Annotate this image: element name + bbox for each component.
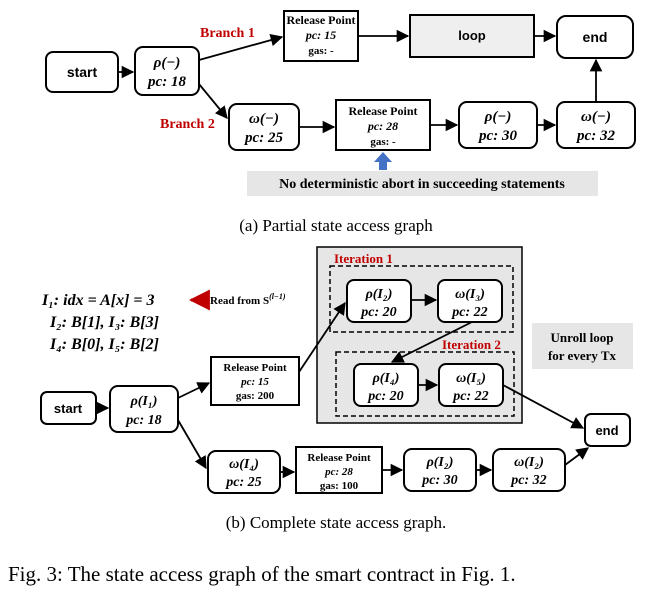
node-symbol: ρ(I₂) — [426, 455, 454, 470]
caption-a: (a) Partial state access graph — [239, 216, 433, 235]
node-start-a: start — [45, 51, 119, 93]
node-symbol: ω(I₅) — [456, 371, 486, 386]
node-symbol: ρ(−) — [484, 109, 512, 125]
node-release-point-pc15-a: Release Point pc: 15 gas: - — [283, 10, 359, 62]
node-pc: pc: 22 — [452, 389, 488, 404]
node-label: start — [54, 401, 83, 416]
node-pc: pc: 32 — [575, 128, 615, 144]
node-end-a: end — [556, 15, 634, 59]
node-pc: pc: 15 — [240, 376, 269, 388]
node-symbol: ρ(I₂) — [365, 287, 393, 302]
node-it2-rho: ρ(I₄) pc: 20 — [353, 363, 419, 407]
node-end-b: end — [584, 413, 631, 447]
node-rho-pc18-b: ρ(I₁) pc: 18 — [109, 385, 179, 433]
read-from-label: Read from S(l−1) — [210, 292, 286, 307]
node-pc: pc: 28 — [367, 119, 398, 133]
node-label: start — [67, 64, 98, 80]
node-title: Release Point — [349, 104, 418, 118]
node-gas: gas: 200 — [236, 390, 275, 402]
node-pc: pc: 25 — [225, 475, 261, 490]
node-gas: gas: - — [370, 136, 396, 148]
node-symbol: ω(−) — [249, 111, 279, 127]
node-pc: pc: 32 — [510, 473, 546, 488]
node-pc: pc: 18 — [125, 413, 161, 428]
node-label: end — [595, 423, 618, 438]
note-text: No deterministic abort in succeeding sta… — [279, 177, 565, 192]
edge — [198, 83, 228, 119]
node-it1-omega: ω(I₃) pc: 22 — [437, 279, 503, 323]
node-start-b: start — [40, 391, 97, 425]
node-omega-pc32-a: ω(−) pc: 32 — [556, 101, 636, 149]
edge — [564, 447, 590, 466]
node-pc: pc: 28 — [324, 466, 353, 478]
definition-line-2: I₂: B[1], I₃: B[3] — [49, 314, 159, 331]
node-it2-omega: ω(I₅) pc: 22 — [438, 363, 504, 407]
note-unroll-loop: Unroll loop for every Tx — [532, 323, 633, 369]
node-label: loop — [458, 28, 485, 43]
edges-b — [96, 293, 590, 479]
note-line-1: Unroll loop — [551, 330, 614, 345]
node-symbol: ω(I₄) — [229, 457, 259, 472]
node-pc: pc: 20 — [367, 389, 403, 404]
node-label: end — [583, 29, 608, 45]
node-pc: pc: 22 — [451, 305, 487, 320]
node-release-point-pc15-b: Release Point pc: 15 gas: 200 — [210, 356, 300, 406]
note-no-abort: No deterministic abort in succeeding sta… — [247, 171, 598, 196]
node-release-point-pc28-a: Release Point pc: 28 gas: - — [335, 99, 431, 151]
node-pc: pc: 30 — [421, 473, 457, 488]
node-rho-pc30-a: ρ(−) pc: 30 — [458, 101, 538, 149]
node-title: Release Point — [223, 362, 287, 374]
node-symbol: ω(−) — [581, 109, 611, 125]
node-pc: pc: 18 — [146, 74, 186, 90]
up-arrow-icon — [374, 152, 392, 170]
graph-b: I₁: idx = A[x] = 3 Read from S(l−1) I₂: … — [40, 246, 633, 532]
node-pc: pc: 20 — [360, 305, 396, 320]
node-rho-pc30-b: ρ(I₂) pc: 30 — [403, 448, 477, 492]
iteration-2-box — [335, 351, 515, 417]
node-pc: pc: 15 — [305, 28, 336, 42]
iteration-1-box — [329, 265, 514, 333]
node-release-point-pc28-b: Release Point pc: 28 gas: 100 — [295, 446, 383, 494]
edge — [177, 419, 207, 470]
edge — [177, 382, 211, 399]
note-line-2: for every Tx — [548, 348, 617, 363]
node-omega-pc25-a: ω(−) pc: 25 — [228, 103, 300, 151]
node-omega-pc25-b: ω(I₄) pc: 25 — [207, 450, 281, 494]
definition-line-1: I₁: idx = A[x] = 3 — [41, 292, 155, 309]
branch-1-label: Branch 1 — [200, 26, 255, 41]
node-gas: gas: - — [308, 45, 334, 57]
iteration-2-label: Iteration 2 — [442, 337, 501, 352]
node-symbol: ρ(I₁) — [130, 394, 158, 409]
variable-definitions: I₁: idx = A[x] = 3 Read from S(l−1) I₂: … — [41, 289, 286, 353]
node-rho-pc18-a: ρ(−) pc: 18 — [134, 46, 200, 96]
node-title: Release Point — [307, 452, 371, 464]
node-title: Release Point — [287, 13, 356, 27]
graph-a: start ρ(−) pc: 18 Branch 1 Branch 2 Rele… — [45, 10, 636, 235]
edge — [502, 384, 585, 429]
node-pc: pc: 25 — [243, 130, 283, 146]
node-symbol: ρ(I₄) — [372, 371, 400, 386]
node-it1-rho: ρ(I₂) pc: 20 — [346, 279, 412, 323]
figure-caption: Fig. 3: The state access graph of the sm… — [8, 562, 516, 586]
edge — [298, 301, 346, 373]
iteration-1-label: Iteration 1 — [334, 251, 393, 266]
caption-b: (b) Complete state access graph. — [226, 513, 446, 532]
node-gas: gas: 100 — [320, 480, 359, 492]
edges-a — [118, 29, 603, 134]
node-loop-a: loop — [409, 14, 535, 58]
edge — [390, 321, 473, 363]
branch-2-label: Branch 2 — [160, 117, 215, 132]
node-omega-pc32-b: ω(I₂) pc: 32 — [492, 448, 566, 492]
node-symbol: ρ(−) — [153, 55, 181, 71]
edge — [198, 33, 284, 61]
definition-line-3: I₄: B[0], I₅: B[2] — [49, 336, 159, 353]
node-symbol: ω(I₃) — [455, 287, 485, 302]
node-symbol: ω(I₂) — [514, 455, 544, 470]
node-pc: pc: 30 — [477, 128, 517, 144]
